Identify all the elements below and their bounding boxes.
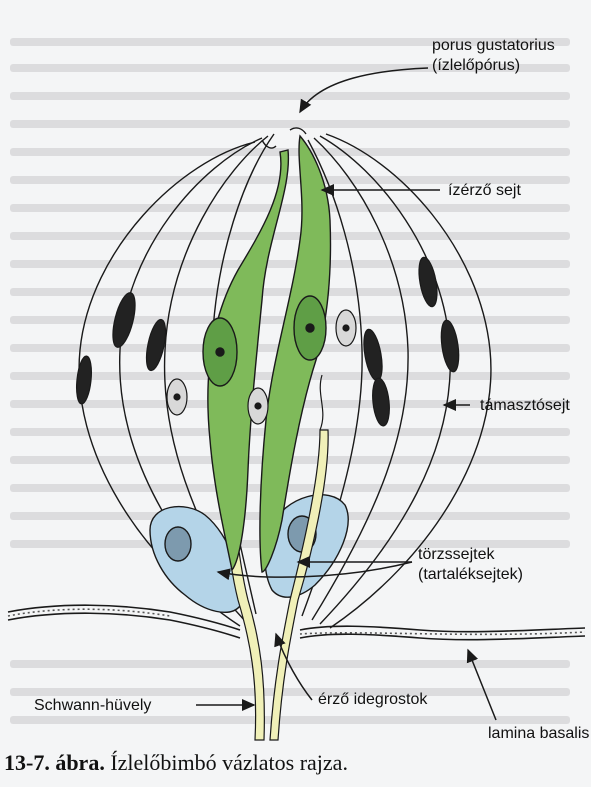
label-porus-gustatorius: porus gustatorius [432,36,555,55]
label-tartaleksejtek: (tartaléksejtek) [418,565,523,584]
figure-caption: 13-7. ábra. Ízlelőbimbó vázlatos rajza. [4,750,348,776]
label-schwann-huvely: Schwann-hüvely [34,696,151,715]
label-izerzo-sejt: ízérző sejt [448,181,521,200]
label-izlelo-porus: (ízlelőpórus) [432,56,520,75]
dark-nucleus [438,319,461,373]
label-erzo-idegrostok: érző idegrostok [318,690,427,709]
caption-text: Ízlelőbimbó vázlatos rajza. [110,750,348,775]
label-tamasztosejt: támasztósejt [480,396,570,415]
caption-number: 13-7. ábra. [4,750,105,775]
arrow-porus [300,68,428,112]
stem-cell-nucleus [165,527,191,561]
label-torzssejtek: törzssejtek [418,545,494,564]
label-lamina-basalis: lamina basalis [488,724,589,743]
dark-nucleus [371,377,392,426]
dark-nucleus [75,355,94,404]
